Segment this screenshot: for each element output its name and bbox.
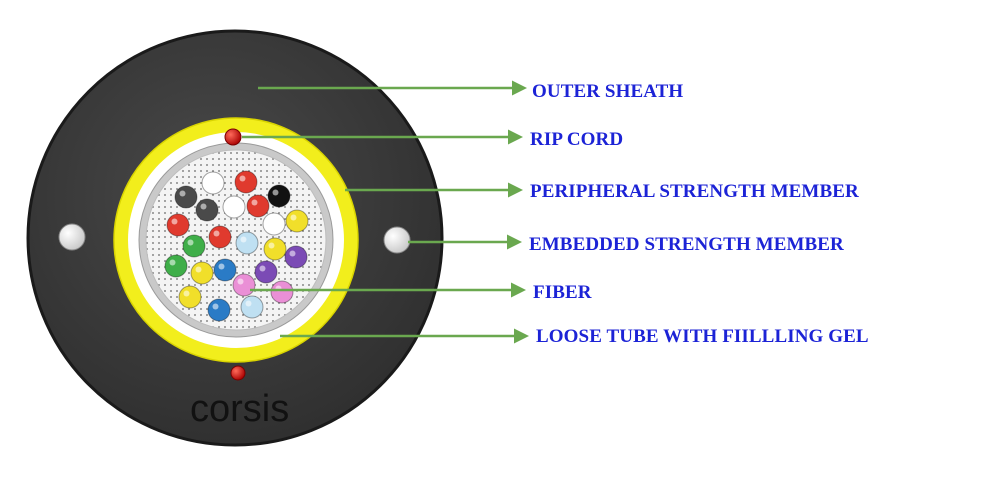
label-fiber: FIBER	[533, 282, 592, 303]
fiber	[285, 209, 309, 233]
fiber-highlight	[213, 230, 220, 237]
leader-arrows	[242, 80, 529, 344]
fiber-highlight	[245, 300, 252, 307]
fiber	[222, 195, 246, 219]
fiber	[213, 258, 237, 282]
label-outer-sheath: OUTER SHEATH	[532, 81, 684, 102]
fiber-highlight	[267, 217, 274, 224]
fiber	[267, 184, 291, 208]
fiber	[190, 261, 214, 285]
fiber	[270, 280, 294, 304]
fiber-highlight	[200, 203, 207, 210]
fiber	[207, 298, 231, 322]
fiber-highlight	[171, 218, 178, 225]
fiber-highlight	[206, 176, 213, 183]
fiber-highlight	[240, 236, 247, 243]
fiber-highlight	[237, 278, 244, 285]
label-peripheral-strength-member: PERIPHERAL STRENGTH MEMBER	[530, 181, 859, 202]
rip-cord	[224, 128, 242, 146]
fiber-highlight	[218, 263, 225, 270]
fiber	[195, 198, 219, 222]
fiber	[201, 171, 225, 195]
fiber-highlight	[251, 199, 258, 206]
fiber-highlight	[183, 290, 190, 297]
fiber-highlight	[239, 175, 246, 182]
fiber	[254, 260, 278, 284]
fiber	[240, 295, 264, 319]
fiber-highlight	[187, 239, 194, 246]
fiber-highlight	[268, 242, 275, 249]
fiber-highlight	[179, 190, 186, 197]
fiber	[232, 273, 256, 297]
fiber-highlight	[272, 189, 279, 196]
fiber-highlight	[227, 200, 234, 207]
fiber	[246, 194, 270, 218]
label-rip-cord: RIP CORD	[530, 129, 624, 150]
fiber	[284, 245, 308, 269]
brand-label: corsis	[190, 388, 290, 430]
fiber-highlight	[289, 250, 296, 257]
fiber-highlight	[195, 266, 202, 273]
fiber	[208, 225, 232, 249]
rip-cord-bottom	[230, 365, 246, 381]
embedded-strength-member-left	[58, 223, 86, 251]
label-embedded-strength-member: EMBEDDED STRENGTH MEMBER	[529, 234, 844, 255]
fiber	[234, 170, 258, 194]
fiber-bundle	[164, 170, 309, 322]
fiber	[164, 254, 188, 278]
fiber-highlight	[259, 265, 266, 272]
embedded-strength-member-right	[383, 226, 411, 254]
fiber	[178, 285, 202, 309]
label-loose-tube: LOOSE TUBE WITH FIILLLING GEL	[536, 326, 869, 347]
fiber	[182, 234, 206, 258]
fiber-highlight	[169, 259, 176, 266]
fiber	[263, 237, 287, 261]
fiber-highlight	[212, 303, 219, 310]
fiber	[166, 213, 190, 237]
fiber	[174, 185, 198, 209]
fiber	[262, 212, 286, 236]
fiber-highlight	[290, 214, 297, 221]
fiber	[235, 231, 259, 255]
